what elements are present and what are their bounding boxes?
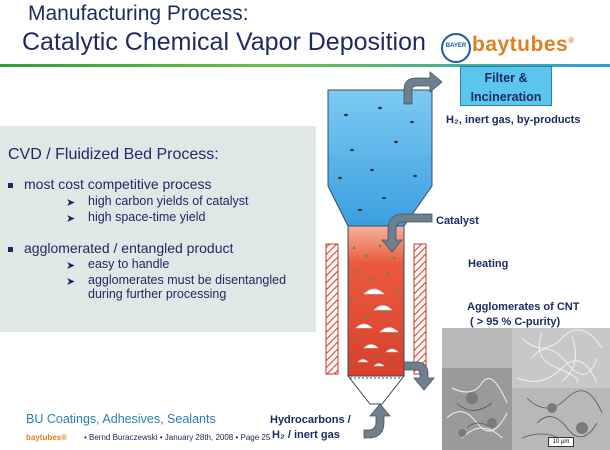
- bed-granules: [350, 244, 400, 368]
- title-line-1: Manufacturing Process:: [28, 2, 249, 25]
- arrow-bullet-icon: ➤: [66, 276, 76, 288]
- exhaust-arrow-icon: [403, 71, 443, 105]
- bullet-1: most cost competitive process: [24, 176, 212, 192]
- catalyst-arrow-icon: [381, 213, 433, 253]
- heater-left: [325, 243, 339, 375]
- agglomerates-label-1: Agglomerates of CNT: [467, 301, 580, 313]
- bayer-logo-icon: BAYER: [441, 33, 471, 63]
- heater-right: [413, 243, 427, 375]
- sub-bullet-1-2: high space-time yield: [88, 210, 206, 224]
- panel-title: CVD / Fluidized Bed Process:: [8, 146, 219, 163]
- arrow-bullet-icon: ➤: [66, 260, 76, 272]
- footer-brand: baytubes®: [26, 433, 68, 442]
- heating-label: Heating: [468, 258, 509, 270]
- footer-division: BU Coatings, Adhesives, Sealants: [26, 412, 216, 426]
- sub-bullet-2-3: during further processing: [88, 287, 227, 301]
- sub-bullet-2-1: easy to handle: [88, 257, 170, 271]
- header-rule: [0, 64, 610, 67]
- bullet-square-icon: [8, 247, 13, 252]
- logo-text: baytubes: [472, 33, 569, 56]
- arrow-bullet-icon: ➤: [66, 197, 76, 209]
- bullet-square-icon: [8, 183, 13, 188]
- filter-label-line-1: Filter &: [484, 71, 528, 85]
- process-panel: [0, 126, 316, 332]
- feed-arrow-icon: [363, 403, 391, 439]
- filter-incineration-box: Filter & Incineration: [460, 66, 552, 106]
- product-arrow-icon: [403, 361, 435, 391]
- reactor-bed: [347, 225, 405, 377]
- agglomerates-label-2: ( > 95 % C-purity): [470, 316, 561, 328]
- sub-bullet-2-2: agglomerates must be disentangled: [88, 273, 287, 287]
- sub-bullet-1-1: high carbon yields of catalyst: [88, 194, 249, 208]
- feed-label-2: H₂ / inert gas: [272, 429, 340, 441]
- gas-bubbles: [355, 288, 399, 367]
- cnt-agglomerate-image: [442, 328, 610, 450]
- logo-mark: ®: [568, 36, 575, 45]
- catalyst-label: Catalyst: [436, 215, 479, 227]
- scale-bar: 10 µm: [548, 437, 574, 447]
- bullet-2: agglomerated / entangled product: [24, 240, 234, 256]
- reactor-upper-zone: [327, 89, 433, 227]
- arrow-bullet-icon: ➤: [66, 213, 76, 225]
- footer-line: • Bernd Buraczewski • January 28th, 2008…: [84, 433, 271, 442]
- title-line-2: Catalytic Chemical Vapor Deposition: [22, 28, 426, 56]
- reactor-bottom-cone: [346, 375, 406, 405]
- feed-label-1: Hydrocarbons /: [270, 414, 351, 426]
- baytubes-logo: baytubes®: [472, 33, 575, 57]
- exhaust-label: H₂, inert gas, by-products: [446, 114, 581, 126]
- logo-seal-text: BAYER: [445, 43, 467, 49]
- filter-label-line-2: Incineration: [470, 90, 542, 104]
- catalyst-particles: [338, 106, 417, 222]
